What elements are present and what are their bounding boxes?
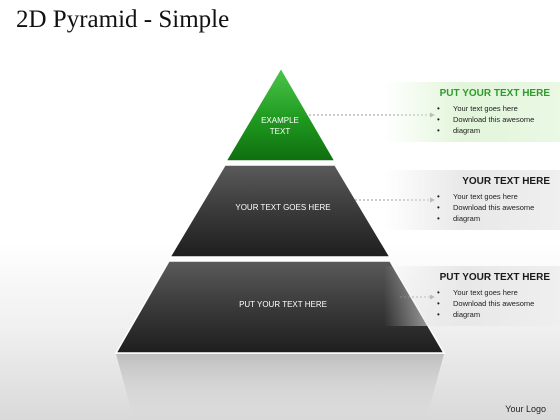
bullet-item: Your text goes here (437, 287, 534, 298)
bullet-item: Download this awesome (437, 114, 534, 125)
text-panel-1: PUT YOUR TEXT HERE Your text goes here D… (384, 82, 560, 142)
bullet-item: diagram (437, 125, 534, 136)
panel-2-heading: YOUR TEXT HERE (462, 176, 550, 187)
pyramid-tier-3[interactable] (114, 260, 446, 354)
panel-1-bullets: Your text goes here Download this awesom… (437, 103, 534, 136)
bullet-item: Download this awesome (437, 298, 534, 309)
tier-2-label: YOUR TEXT GOES HERE (235, 203, 331, 212)
pyramid-reflection (116, 354, 444, 420)
logo-text: Your Logo (505, 404, 546, 414)
panel-2-bullets: Your text goes here Download this awesom… (437, 191, 534, 224)
page-title: 2D Pyramid - Simple (16, 6, 230, 33)
tier-3-label: PUT YOUR TEXT HERE (239, 300, 327, 309)
bullet-item: Download this awesome (437, 202, 534, 213)
panel-3-heading: PUT YOUR TEXT HERE (439, 272, 550, 283)
tier-1-label: EXAMPLE TEXT (261, 116, 299, 136)
panel-3-bullets: Your text goes here Download this awesom… (437, 287, 534, 320)
pyramid-tier-1[interactable] (224, 66, 337, 162)
bullet-item: Your text goes here (437, 103, 534, 114)
pyramid-tier-2[interactable] (168, 164, 392, 258)
panel-1-heading: PUT YOUR TEXT HERE (439, 88, 550, 99)
bullet-item: diagram (437, 309, 534, 320)
bullet-item: Your text goes here (437, 191, 534, 202)
text-panel-3: PUT YOUR TEXT HERE Your text goes here D… (384, 266, 560, 326)
bullet-item: diagram (437, 213, 534, 224)
text-panel-2: YOUR TEXT HERE Your text goes here Downl… (384, 170, 560, 230)
